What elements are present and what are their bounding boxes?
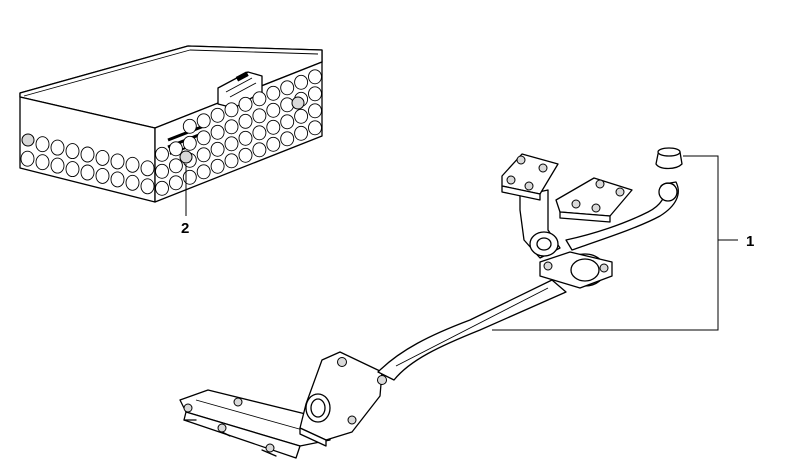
- knockout-hole: [50, 139, 65, 156]
- knockout-hole: [140, 178, 155, 195]
- knockout-hole: [140, 160, 155, 177]
- knockout-hole: [210, 141, 225, 157]
- ball-cap: [655, 147, 683, 170]
- knockout-hole: [210, 107, 225, 123]
- box-screw: [21, 133, 35, 147]
- knockout-hole: [210, 124, 225, 140]
- knockout-hole: [182, 169, 197, 185]
- knockout-hole: [266, 119, 281, 135]
- knockout-hole: [196, 164, 211, 180]
- knockout-hole: [252, 125, 267, 141]
- knockout-hole: [196, 130, 211, 146]
- knockout-hole: [210, 158, 225, 174]
- cross-bracket: [299, 351, 387, 447]
- callout-1-label: 1: [746, 233, 754, 250]
- tow-ball: [658, 182, 678, 202]
- box-screw: [179, 150, 193, 164]
- knockout-hole: [35, 154, 50, 171]
- knockout-hole: [308, 86, 322, 102]
- knockout-hole: [65, 161, 80, 178]
- callout-2-label: 2: [181, 220, 189, 237]
- electrical-module-box: [19, 45, 323, 203]
- knockout-hole: [280, 97, 295, 113]
- knockout-hole: [266, 136, 281, 152]
- knockout-hole: [280, 114, 295, 130]
- knockout-hole: [35, 136, 50, 153]
- knockout-hole: [95, 167, 110, 184]
- box-screw: [291, 96, 305, 110]
- knockout-hole: [80, 146, 95, 163]
- knockout-hole: [294, 108, 309, 124]
- mounting-plate-rear: [179, 389, 331, 459]
- knockout-hole: [252, 91, 267, 107]
- knockout-hole: [280, 80, 295, 96]
- knockout-hole: [252, 108, 267, 124]
- knockout-hole: [308, 103, 322, 119]
- knockout-hole: [238, 147, 253, 163]
- knockout-hole: [155, 180, 169, 196]
- knockout-hole: [110, 153, 125, 170]
- knockout-hole: [224, 153, 239, 169]
- knockout-hole: [224, 119, 239, 135]
- flange-plate-left: [501, 153, 559, 201]
- knockout-hole: [110, 171, 125, 188]
- knockout-hole: [266, 102, 281, 118]
- box-front-knockouts: [20, 136, 155, 195]
- knockout-hole: [168, 141, 183, 157]
- knockout-hole: [168, 175, 183, 191]
- clamp-collar: [539, 251, 613, 289]
- knockout-hole: [125, 156, 140, 173]
- knockout-hole: [155, 163, 169, 179]
- knockout-hole: [80, 164, 95, 181]
- support-bracket: [519, 189, 561, 259]
- flange-plate-right: [555, 177, 633, 223]
- box-latch: [217, 71, 263, 109]
- knockout-hole: [308, 120, 322, 136]
- knockout-hole: [65, 143, 80, 160]
- knockout-hole: [252, 142, 267, 158]
- knockout-hole: [294, 74, 309, 90]
- knockout-hole: [280, 131, 295, 147]
- knockout-hole: [294, 125, 309, 141]
- knockout-hole: [196, 113, 211, 129]
- tow-hitch-assembly: [179, 147, 683, 459]
- knockout-hole: [182, 118, 197, 134]
- knockout-hole: [224, 136, 239, 152]
- knockout-hole: [155, 146, 169, 162]
- knockout-hole: [50, 157, 65, 174]
- leader-lines: [185, 155, 738, 331]
- knockout-hole: [182, 135, 197, 151]
- knockout-hole: [308, 69, 322, 85]
- knockout-hole: [266, 85, 281, 101]
- knockout-hole: [95, 149, 110, 166]
- knockout-hole: [238, 130, 253, 146]
- knockout-hole: [224, 102, 239, 118]
- knockout-hole: [196, 147, 211, 163]
- knockout-hole: [238, 96, 253, 112]
- draw-bar: [377, 279, 567, 381]
- knockout-hole: [238, 113, 253, 129]
- knockout-hole: [125, 174, 140, 191]
- knockout-hole: [168, 158, 183, 174]
- knockout-hole: [20, 150, 35, 167]
